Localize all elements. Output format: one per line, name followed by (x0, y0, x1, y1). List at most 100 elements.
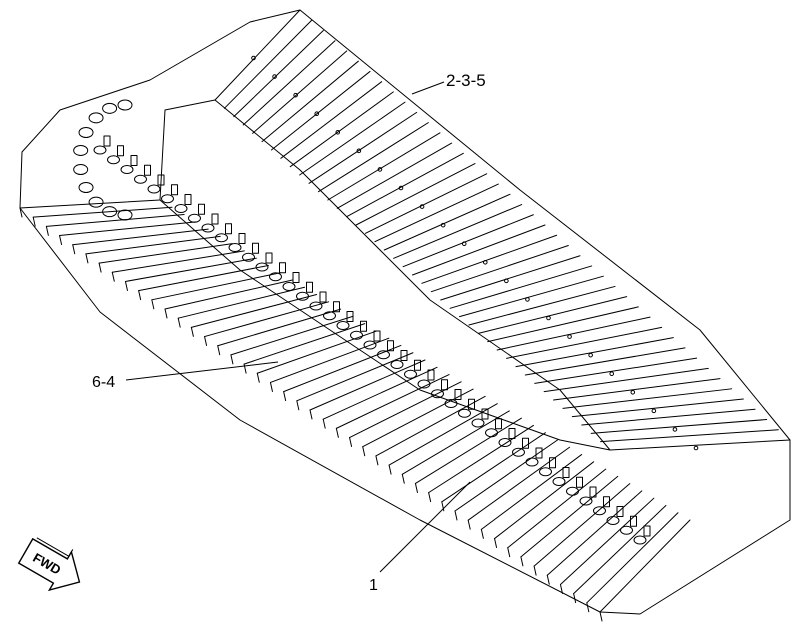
upper-shoe-grouser (308, 111, 418, 184)
lower-shoe-plate (269, 337, 390, 383)
chain-pin-block (535, 447, 543, 459)
lower-shoe-grouser (124, 280, 128, 291)
lower-shoe-grouser (19, 207, 23, 218)
upper-shoe-grouser (327, 132, 441, 201)
upper-shoe-grouser (553, 378, 721, 401)
upper-shoe-grouser (270, 70, 371, 151)
shoe-bolt (398, 185, 404, 191)
upper-shoe-grouser (289, 91, 394, 168)
lower-shoe-grouser (441, 501, 445, 512)
chain-pin-block (441, 379, 448, 391)
lower-shoe-plate (349, 381, 462, 439)
chain-pin-block (468, 398, 475, 410)
lower-shoe-plate (362, 388, 474, 448)
shoe-bolt (461, 241, 467, 247)
lower-shoe-grouser (138, 290, 142, 301)
chain-pin-block (616, 506, 624, 517)
lower-shoe-grouser (467, 519, 471, 530)
lower-shoe-grouser (573, 593, 577, 604)
upper-shoe-grouser (515, 337, 674, 368)
lower-shoe-grouser (190, 326, 194, 337)
chain-pin-block (306, 281, 313, 293)
lower-shoe-grouser (546, 574, 550, 585)
chain-pin-block (130, 155, 138, 166)
lower-shoe-grouser (401, 473, 405, 484)
chain-link (309, 301, 323, 311)
lower-shoe-grouser (269, 381, 273, 392)
upper-shoe-grouser (402, 214, 534, 268)
chain-link (269, 272, 282, 282)
upper-shoe-grouser (261, 60, 359, 143)
chain-link (215, 233, 228, 243)
shoe-bolt (588, 352, 593, 358)
lower-shoe-plate (296, 352, 414, 402)
upper-shoe-grouser (468, 285, 616, 326)
chain-link (431, 389, 444, 399)
chain-pin-block (319, 291, 327, 303)
lower-shoe-plate (138, 264, 269, 292)
upper-shoe-grouser (487, 306, 639, 343)
shoe-bolt (335, 129, 341, 135)
track-outline (19, 9, 791, 615)
chain-link (323, 311, 336, 321)
leader-line-2-3-5 (411, 81, 445, 95)
shoe-bolt (693, 445, 699, 451)
chain-link (404, 369, 417, 379)
lower-shoe-plate (59, 221, 197, 237)
chain-pin-block (630, 515, 637, 527)
upper-shoe-grouser (506, 326, 663, 359)
chain-link (390, 360, 404, 369)
lower-shoe-plate (230, 315, 354, 356)
lower-shoe-plate (190, 294, 318, 328)
lower-shoe-plate (454, 439, 558, 512)
chain-link (485, 428, 498, 438)
lower-shoe-grouser (85, 253, 89, 264)
upper-shoe-grouser (299, 101, 406, 176)
lower-shoe-grouser (59, 235, 63, 246)
chain-link (350, 330, 363, 340)
upper-shoe-grouser (534, 357, 698, 384)
chain-link (228, 243, 242, 252)
lower-shoe-plate (72, 228, 209, 246)
chain-link (201, 223, 215, 233)
chain-pin-block (481, 408, 489, 420)
shoe-bolt (314, 111, 320, 117)
chain-pin-block (292, 272, 300, 283)
lower-shoe-plate (19, 199, 161, 209)
chain-pin-block (279, 262, 286, 274)
lower-shoe-plate (98, 243, 233, 264)
lower-shoe-plate (388, 403, 498, 466)
chain-link (552, 477, 566, 486)
lower-shoe-grouser (230, 354, 234, 365)
upper-shoe-grouser (364, 173, 488, 234)
lower-shoe-grouser (283, 391, 287, 402)
lower-shoe-grouser (480, 528, 484, 539)
lower-shoe-plate (586, 512, 679, 604)
lower-shoe-grouser (217, 345, 221, 356)
upper-shoe-grouser (449, 265, 593, 309)
lower-shoe-plate (414, 417, 522, 484)
upper-shoe-grouser (421, 234, 558, 284)
upper-shoe-grouser (233, 29, 324, 118)
chain-link (117, 209, 133, 221)
chain-link (633, 535, 647, 545)
lower-track-shoes (19, 199, 691, 622)
chain-link (282, 282, 296, 291)
chain-pin-block (576, 476, 583, 488)
chain-pin-block (198, 203, 205, 215)
shoe-bolt (525, 297, 530, 302)
track-chain-illustration (19, 9, 791, 622)
upper-shoe-grouser (374, 183, 499, 243)
lower-shoe-grouser (599, 611, 603, 622)
lower-shoe-plate (111, 250, 245, 273)
lower-shoe-grouser (520, 556, 524, 567)
chain-link (88, 112, 104, 124)
chain-link (363, 340, 377, 350)
shoe-bolt (356, 148, 362, 154)
chain-link (498, 438, 512, 447)
lower-shoe-plate (441, 432, 546, 503)
chain-link (147, 184, 161, 194)
chain-pin-block (522, 437, 529, 449)
lower-shoe-grouser (586, 602, 590, 613)
